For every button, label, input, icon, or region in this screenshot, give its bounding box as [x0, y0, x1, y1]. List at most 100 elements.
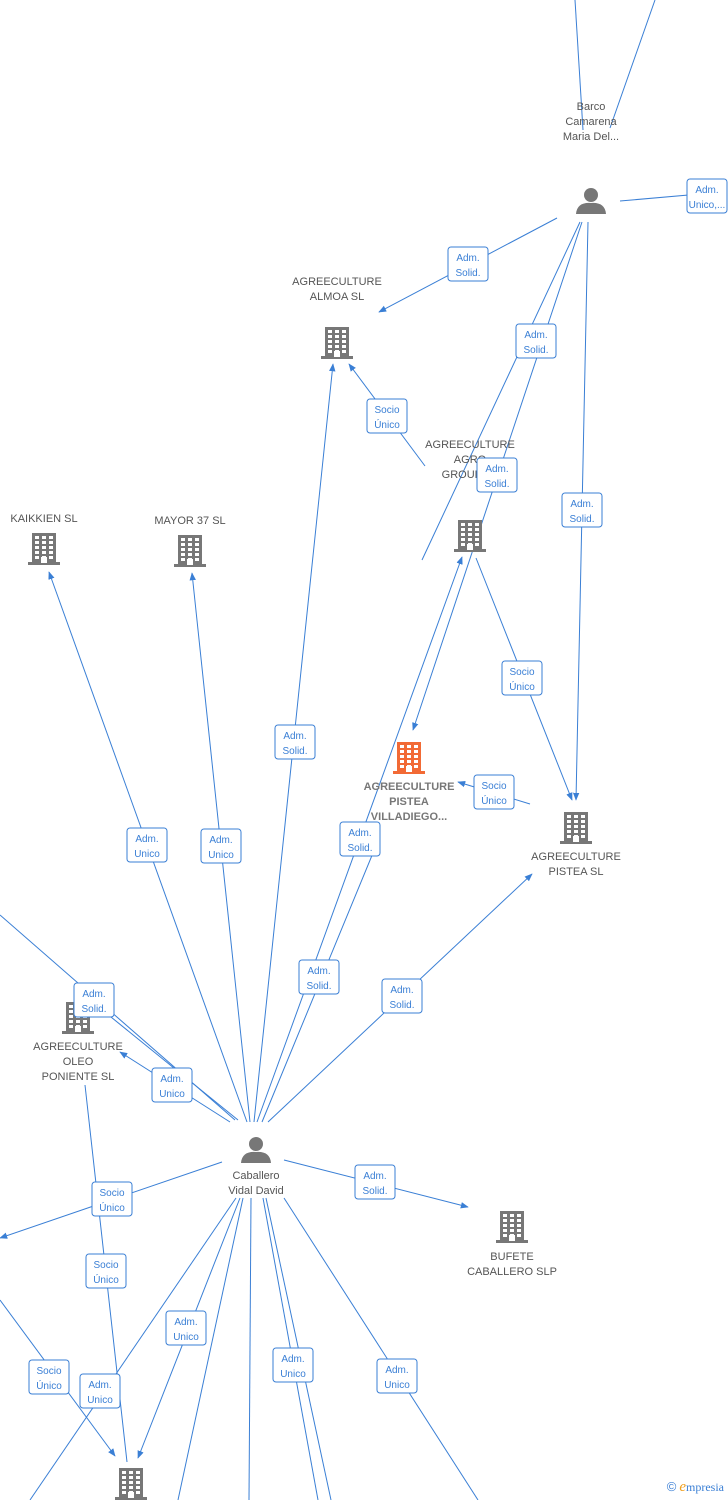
- building-icon[interactable]: [393, 742, 425, 774]
- person-icon[interactable]: [241, 1137, 271, 1163]
- relation-label[interactable]: Adm. Solid.: [73, 982, 115, 1018]
- relation-label[interactable]: Adm.Unico: [126, 827, 168, 863]
- building-icon[interactable]: [454, 520, 486, 552]
- node-kaikkien[interactable]: KAIKKIEN SL: [10, 513, 78, 565]
- relation-text: Único: [36, 1379, 62, 1392]
- relation-text: Adm.: [695, 185, 718, 196]
- relation-text: Adm.: [363, 1171, 386, 1182]
- relation-label[interactable]: Adm.Unico: [272, 1347, 314, 1383]
- relation-text: Adm.: [82, 989, 105, 1000]
- relation-text: Solid.: [306, 981, 331, 992]
- relation-label[interactable]: Adm.Unico: [200, 828, 242, 864]
- node-bottom[interactable]: [115, 1468, 147, 1500]
- node-villadiego[interactable]: AGREECULTURE PISTEA VILLADIEGO...: [364, 742, 455, 823]
- building-icon[interactable]: [28, 533, 60, 565]
- relation-text: Adm.: [209, 835, 232, 846]
- building-icon[interactable]: [496, 1211, 528, 1243]
- relation-edge: [29, 1197, 237, 1500]
- relation-text: Solid.: [569, 514, 594, 525]
- relation-text: Adm.: [390, 985, 413, 996]
- relation-text: Adm.: [348, 828, 371, 839]
- relation-text: Adm.: [570, 499, 593, 510]
- node-label: Camarena: [565, 116, 617, 128]
- relation-label[interactable]: Adm. Solid.: [515, 323, 557, 359]
- relation-text: Socio: [93, 1260, 118, 1271]
- relation-text: Único: [481, 794, 507, 807]
- relation-edge: [177, 1197, 244, 1500]
- node-label: PISTEA: [389, 796, 429, 808]
- relation-edge: [283, 1197, 479, 1500]
- node-almoa[interactable]: AGREECULTURE ALMOA SL: [292, 276, 382, 359]
- relation-text: Solid.: [81, 1004, 106, 1015]
- empresia-logo: © empresia: [666, 1479, 724, 1495]
- node-bufete[interactable]: BUFETE CABALLERO SLP: [467, 1211, 557, 1278]
- node-label: AGREECULTURE: [33, 1041, 123, 1053]
- relation-label[interactable]: Adm. Solid.: [298, 959, 340, 995]
- relation-edge: [421, 221, 581, 561]
- relation-edge: [89, 999, 239, 1121]
- relation-label[interactable]: Adm.Solid.: [274, 724, 316, 760]
- building-icon[interactable]: [321, 327, 353, 359]
- node-label: Vidal David: [228, 1185, 283, 1197]
- relation-label[interactable]: Adm.Solid.: [354, 1164, 396, 1200]
- node-label: MAYOR 37 SL: [154, 515, 225, 527]
- relation-text: Solid.: [523, 345, 548, 356]
- relation-text: Adm.: [307, 966, 330, 977]
- relation-text: Adm.: [160, 1074, 183, 1085]
- relation-label[interactable]: Adm. Unico: [151, 1067, 193, 1103]
- node-label: AGREECULTURE: [292, 276, 382, 288]
- relation-text: Socio: [481, 781, 506, 792]
- relation-label[interactable]: Adm. Unico: [79, 1373, 121, 1409]
- relation-text: Unico: [173, 1332, 199, 1343]
- relation-text: Unico: [384, 1380, 410, 1391]
- relation-text: Unico: [280, 1369, 306, 1380]
- relation-label[interactable]: Adm.Solid.: [447, 246, 489, 282]
- relation-text: Adm.: [456, 253, 479, 264]
- relation-text: Solid.: [347, 843, 372, 854]
- relation-label[interactable]: Adm.Unico: [376, 1358, 418, 1394]
- relation-text: Unico: [159, 1089, 185, 1100]
- relation-text: Unico: [87, 1395, 113, 1406]
- node-label: Barco: [577, 101, 606, 113]
- node-label: ALMOA SL: [310, 291, 364, 303]
- relation-text: Adm.: [524, 330, 547, 341]
- relation-label[interactable]: Adm.Solid.: [381, 978, 423, 1014]
- node-label: VILLADIEGO...: [371, 811, 447, 823]
- relation-label[interactable]: Adm.Unico: [165, 1310, 207, 1346]
- relation-text: Solid.: [282, 746, 307, 757]
- building-icon[interactable]: [174, 535, 206, 567]
- relation-text: Adm.: [88, 1380, 111, 1391]
- relation-label[interactable]: Adm.Unico,...: [686, 178, 728, 214]
- node-label: Caballero: [232, 1170, 279, 1182]
- node-label: CABALLERO SLP: [467, 1266, 557, 1278]
- relation-edge: [609, 0, 656, 129]
- node-label: AGREECULTURE: [425, 439, 515, 451]
- relation-text: Socio: [36, 1366, 61, 1377]
- node-label: BUFETE: [490, 1251, 533, 1263]
- node-label: AGREECULTURE: [531, 851, 621, 863]
- relation-edge: [574, 0, 584, 131]
- relation-text: Adm.: [485, 464, 508, 475]
- relation-label[interactable]: Adm. Solid.: [339, 821, 381, 857]
- node-label: AGREECULTURE: [364, 781, 455, 793]
- relation-label[interactable]: Adm. Solid.: [561, 492, 603, 528]
- relation-text: Único: [509, 680, 535, 693]
- relation-label[interactable]: Adm.Solid.: [476, 457, 518, 493]
- building-icon[interactable]: [560, 812, 592, 844]
- building-icon[interactable]: [115, 1468, 147, 1500]
- node-mayor37[interactable]: MAYOR 37 SL: [154, 515, 226, 567]
- relation-text: Socio: [509, 667, 534, 678]
- person-icon[interactable]: [576, 188, 606, 214]
